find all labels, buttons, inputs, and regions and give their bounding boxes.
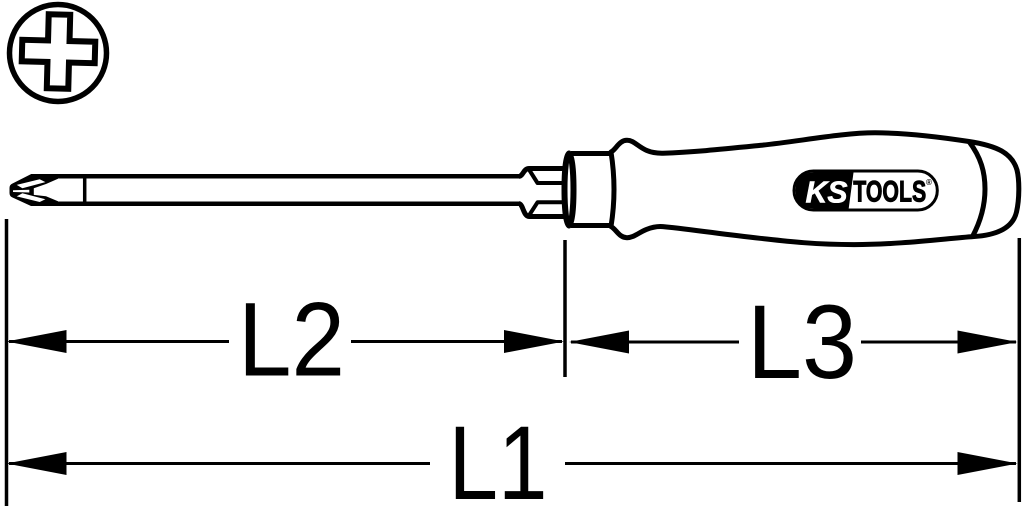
svg-text:L2: L2	[238, 282, 345, 399]
svg-text:KS: KS	[806, 175, 848, 210]
svg-text:®: ®	[926, 178, 932, 187]
svg-text:L3: L3	[747, 284, 857, 401]
svg-text:L1: L1	[449, 405, 548, 520]
svg-text:TOOLS: TOOLS	[853, 175, 926, 208]
